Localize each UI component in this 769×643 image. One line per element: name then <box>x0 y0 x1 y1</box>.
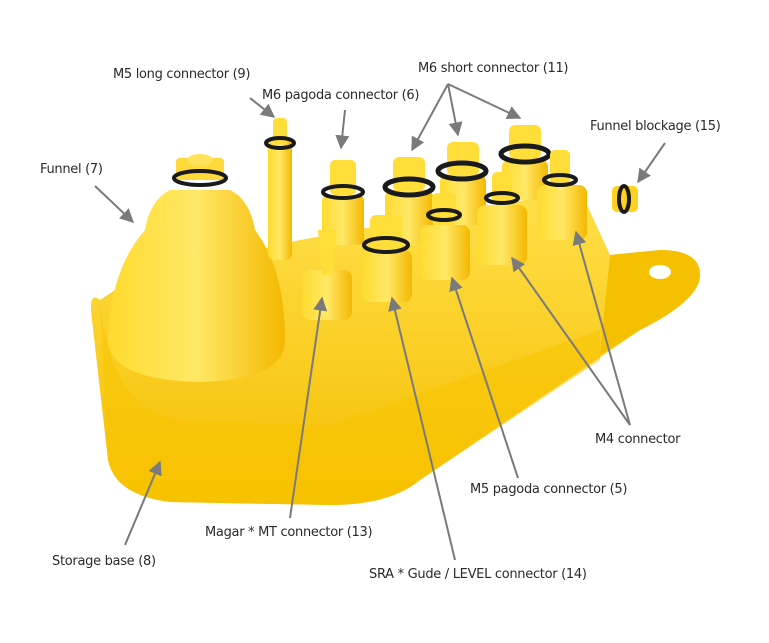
leader-m4-2 <box>572 230 631 426</box>
leader-m5-pagoda <box>449 276 519 479</box>
connectors <box>264 118 587 320</box>
label-m6-pagoda-connector: M6 pagoda connector (6) <box>262 88 420 103</box>
label-m5-pagoda-connector: M5 pagoda connector (5) <box>470 482 628 497</box>
leader-storage-base <box>124 460 162 546</box>
leader-m6-short-3 <box>447 83 522 119</box>
leader-m6-short-1 <box>411 83 449 152</box>
leader-m5-long <box>249 97 276 118</box>
funnel-blockage-part <box>612 184 638 214</box>
leader-m6-pagoda <box>335 109 350 150</box>
leader-m4-1 <box>511 256 631 426</box>
label-storage-base: Storage base (8) <box>52 554 156 569</box>
label-funnel-blockage: Funnel blockage (15) <box>590 119 721 134</box>
label-m6-short-connector: M6 short connector (11) <box>418 61 569 76</box>
leader-lines <box>94 83 666 561</box>
leader-funnel-blockage <box>637 142 666 184</box>
funnel <box>108 154 285 382</box>
label-magura-mt-connector: Magar * MT connector (13) <box>205 525 373 540</box>
leader-funnel <box>94 185 135 223</box>
label-m4-connector: M4 connector <box>595 432 681 447</box>
label-m5-long-connector: M5 long connector (9) <box>113 67 251 82</box>
leader-sram <box>388 296 456 561</box>
leader-m6-short-2 <box>447 83 463 137</box>
hang-hole <box>649 265 671 279</box>
label-funnel: Funnel (7) <box>40 162 103 177</box>
label-sram-level-connector: SRA * Gude / LEVEL connector (14) <box>369 567 587 582</box>
leader-magura <box>289 296 328 519</box>
